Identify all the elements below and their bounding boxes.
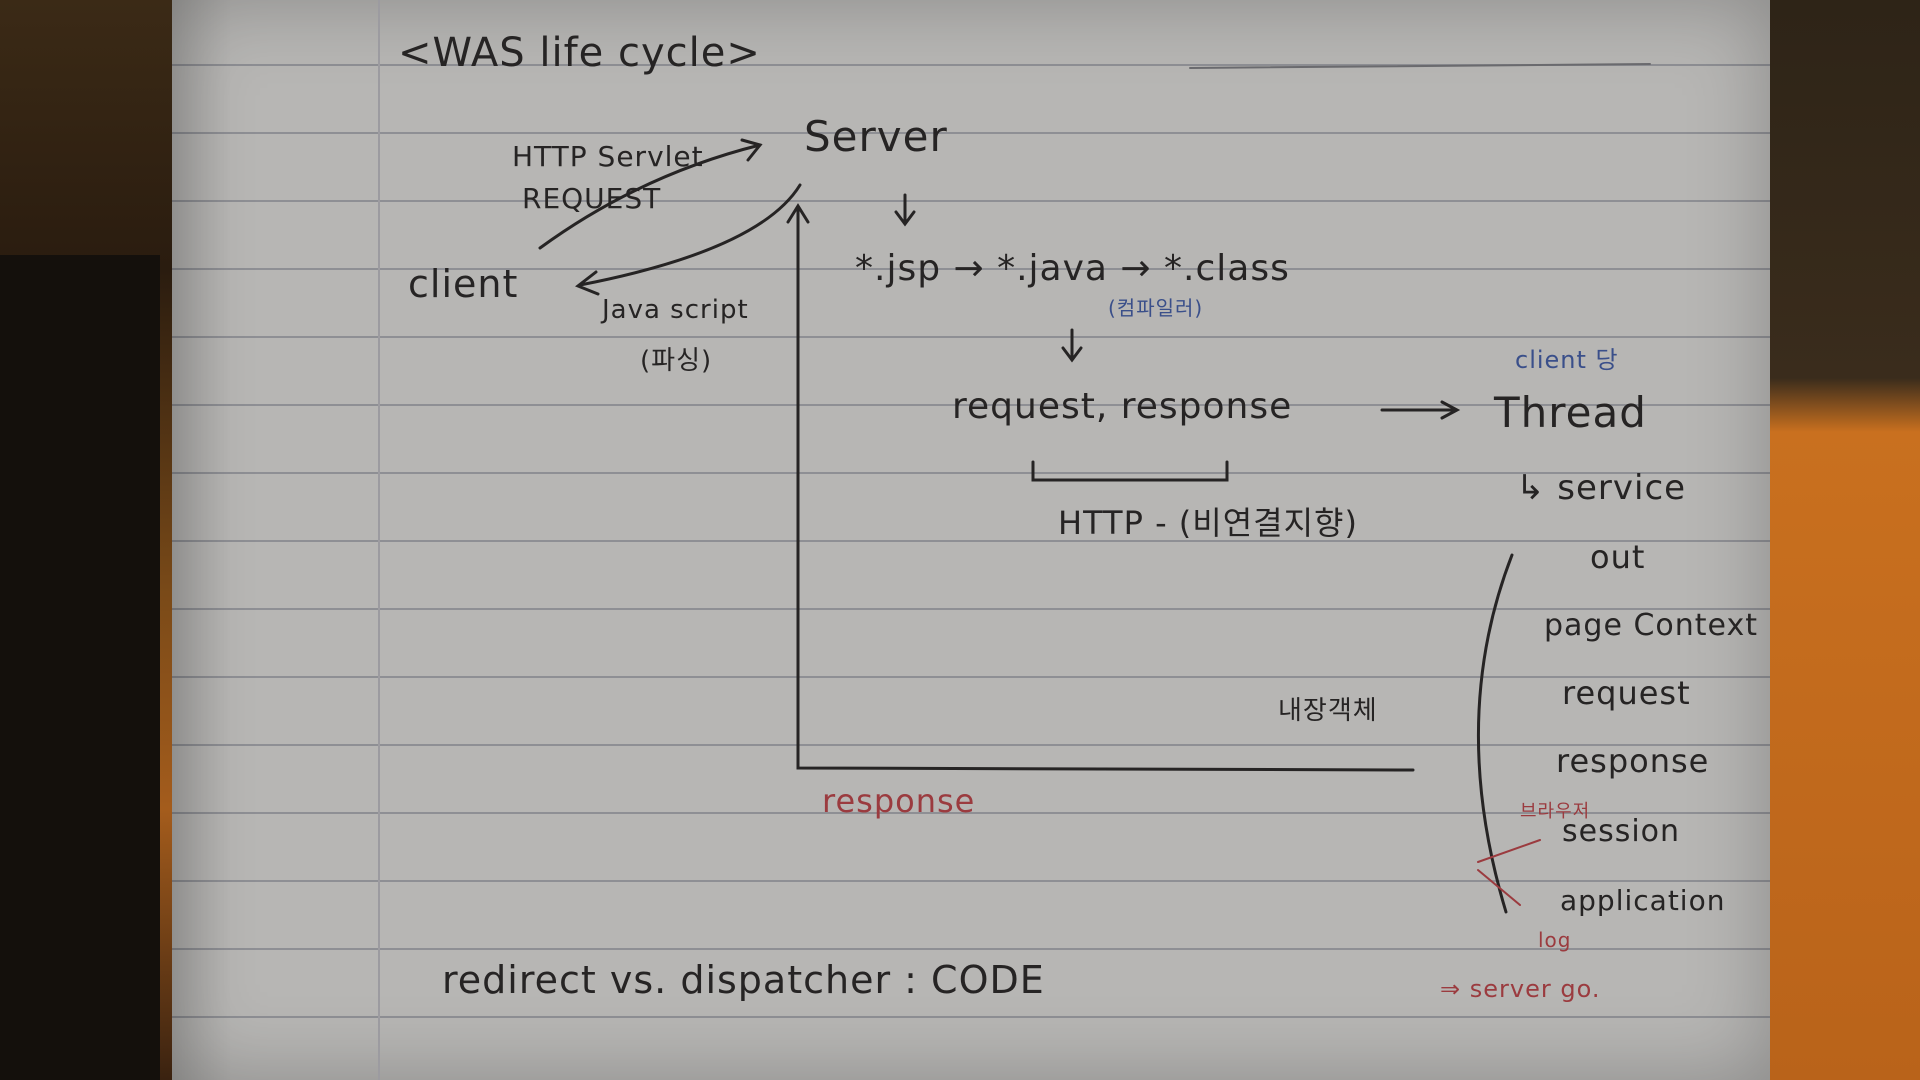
builtin-object-item: out xyxy=(1590,538,1646,576)
compiler-label: (컴파일러) xyxy=(1108,296,1204,320)
service-label: ↳ service xyxy=(1516,468,1687,508)
builtin-bracket xyxy=(1477,553,1514,914)
builtin-object-item: page Context xyxy=(1544,608,1758,643)
parsing-label: (파싱) xyxy=(640,346,713,376)
compile-chain: *.jsp → *.java → *.class xyxy=(855,248,1290,289)
request-label: REQUEST xyxy=(522,182,662,215)
client-per-label: client 당 xyxy=(1515,346,1619,374)
page-title: <WAS life cycle> xyxy=(398,30,761,76)
builtin-object-item: response xyxy=(1556,742,1710,780)
server-go-note: ⇒ server go. xyxy=(1440,975,1601,1003)
request-arrowhead xyxy=(740,138,763,162)
log-note: log xyxy=(1538,928,1572,952)
loop-line xyxy=(796,206,1415,772)
javascript-label: Java script xyxy=(602,295,749,325)
loop-arrowhead xyxy=(786,203,810,224)
request-arrow xyxy=(538,143,762,250)
margin-line xyxy=(378,0,380,1080)
http-bracket xyxy=(1031,460,1229,482)
log-pointer xyxy=(1477,869,1521,906)
footer-note: redirect vs. dispatcher : CODE xyxy=(442,958,1045,1002)
builtin-object-item: application xyxy=(1560,884,1726,917)
builtin-objects-label: 내장객체 xyxy=(1278,696,1378,726)
http-stateless-label: HTTP - (비연결지향) xyxy=(1058,504,1358,542)
browser-note: 브라우저 xyxy=(1520,801,1591,822)
request-response-label: request, response xyxy=(952,386,1293,427)
builtin-object-item: request xyxy=(1562,674,1691,712)
title-rule xyxy=(1189,63,1651,69)
notebook-cover xyxy=(0,255,160,1080)
http-servlet-label: HTTP Servlet xyxy=(512,140,704,173)
response-arrow xyxy=(578,183,802,287)
background-right xyxy=(1770,0,1920,1080)
response-arrowhead xyxy=(575,270,600,296)
client-label: client xyxy=(408,262,519,306)
server-label: Server xyxy=(804,112,948,161)
builtin-object-item: session xyxy=(1562,814,1681,849)
browser-pointer xyxy=(1477,839,1541,863)
thread-label: Thread xyxy=(1494,388,1647,437)
response-red-label: response xyxy=(822,782,976,820)
